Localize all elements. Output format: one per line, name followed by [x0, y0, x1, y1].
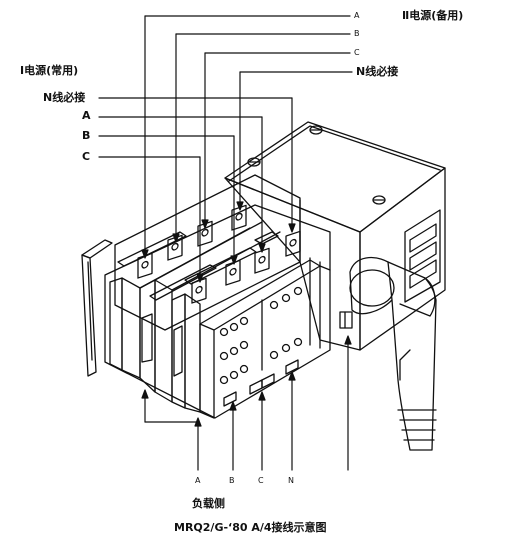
- leader-lines-source2: [141, 15, 353, 259]
- controller-housing: [224, 121, 446, 351]
- bottom-phase-b-label: B: [229, 476, 235, 485]
- top-phase-c-label: C: [354, 48, 360, 57]
- top-phase-a-label: A: [354, 11, 360, 20]
- bottom-neutral-label: N: [288, 476, 294, 485]
- leader-lines-load: [141, 335, 352, 471]
- left-phase-a-label: A: [82, 109, 91, 122]
- leader-lines-source1: [98, 97, 296, 283]
- operating-handle: [339, 256, 437, 451]
- terminals-source1: [191, 230, 301, 304]
- terminals-source2: [137, 204, 247, 279]
- source1-label: Ⅰ电源(常用): [20, 64, 79, 77]
- bottom-phase-a-label: A: [195, 476, 201, 485]
- terminals-load: [223, 359, 299, 407]
- front-screw-holes: [219, 286, 303, 385]
- load-side-label: 负载侧: [192, 497, 225, 510]
- switch-body: [81, 174, 331, 419]
- n-line-top-label: N线必接: [356, 65, 399, 78]
- source2-label: Ⅱ电源(备用): [402, 9, 464, 22]
- diagram-caption: MRQ2/G-‘80 A/4接线示意图: [174, 521, 327, 534]
- bottom-phase-c-label: C: [258, 476, 264, 485]
- left-phase-c-label: C: [82, 150, 91, 163]
- n-line-left-label: N线必接: [43, 91, 86, 104]
- top-phase-b-label: B: [354, 29, 360, 38]
- left-phase-b-label: B: [82, 129, 91, 142]
